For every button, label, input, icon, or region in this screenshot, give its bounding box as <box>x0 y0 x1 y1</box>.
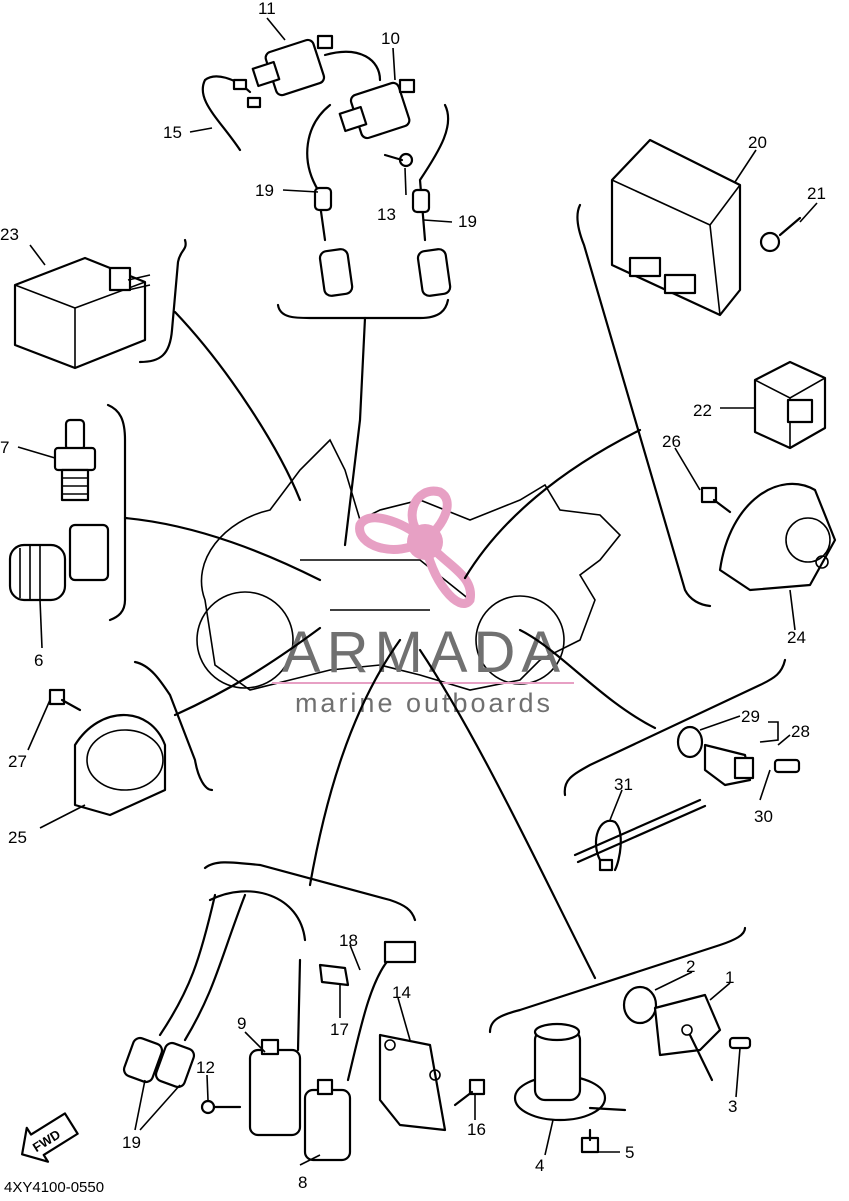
part-label-21: 21 <box>807 184 826 203</box>
part-label-31: 31 <box>614 775 633 794</box>
plug-lead-19-right <box>411 103 452 297</box>
label-leaders <box>17 17 818 1166</box>
part-label-2: 2 <box>686 957 695 976</box>
screw-13 <box>383 152 414 168</box>
part-label-11: 11 <box>258 0 276 18</box>
part-label-13: 13 <box>377 205 396 224</box>
part-label-14: 14 <box>392 983 411 1002</box>
part-labels: 11 10 15 19 13 19 23 7 6 27 25 20 21 22 … <box>0 0 826 1192</box>
bolt-16 <box>453 1078 486 1107</box>
part-label-3: 3 <box>728 1097 737 1116</box>
propeller-logo-icon <box>355 486 475 608</box>
part-label-9: 9 <box>237 1014 246 1033</box>
callout-leaders <box>123 310 657 980</box>
armada-watermark: ARMADA marine outboards <box>272 486 574 718</box>
part-label-28: 28 <box>791 722 810 741</box>
part-label-16: 16 <box>467 1120 486 1139</box>
ignition-coil-8 <box>303 1078 352 1162</box>
bolt-30 <box>773 758 801 774</box>
part-label-29: 29 <box>741 707 760 726</box>
cable-31 <box>573 798 707 872</box>
ignition-coil-11 <box>251 34 382 97</box>
horn-24 <box>718 482 837 592</box>
screw-12 <box>200 1099 242 1115</box>
ecu-20 <box>610 138 742 317</box>
thermo-switch-6 <box>8 523 110 602</box>
cover-1 <box>653 993 722 1082</box>
motor-4 <box>513 1022 627 1122</box>
part-label-25: 25 <box>8 828 27 847</box>
part-label-12: 12 <box>196 1058 215 1077</box>
watermark-brand: ARMADA <box>282 620 566 685</box>
part-label-19-bottom: 19 <box>122 1133 141 1152</box>
watermark-tagline: marine outboards <box>295 688 553 718</box>
fwd-arrow-icon: FWD <box>21 1112 79 1163</box>
group-brackets <box>106 203 787 1034</box>
harness-18 <box>346 940 417 1082</box>
part-label-5: 5 <box>625 1143 634 1162</box>
part-label-27: 27 <box>8 752 27 771</box>
horn-25 <box>73 713 167 817</box>
part-label-20: 20 <box>748 133 767 152</box>
part-label-15: 15 <box>163 123 182 142</box>
sensor-28 <box>703 743 755 787</box>
part-label-30: 30 <box>754 807 773 826</box>
part-label-1: 1 <box>725 968 734 987</box>
screw-21 <box>759 216 802 253</box>
part-label-22: 22 <box>693 401 712 420</box>
bolt-26 <box>700 486 732 514</box>
module-22 <box>753 360 827 450</box>
o-ring-29 <box>676 725 704 759</box>
bolt-27 <box>48 688 82 712</box>
part-label-4: 4 <box>535 1156 544 1175</box>
screw-3 <box>728 1036 752 1050</box>
o-ring-2 <box>622 985 658 1025</box>
bracket-14 <box>378 1033 447 1132</box>
part-label-17: 17 <box>330 1020 349 1039</box>
part-label-10: 10 <box>381 29 400 48</box>
part-label-7: 7 <box>0 438 9 457</box>
plug-leads-19-bottom <box>122 890 307 1089</box>
part-label-26: 26 <box>662 432 681 451</box>
clamp-17 <box>318 963 350 987</box>
bolt-5 <box>580 1128 600 1154</box>
sensor-7 <box>53 418 97 502</box>
part-label-24: 24 <box>787 628 806 647</box>
relay-23 <box>13 256 151 370</box>
part-label-19-top-left: 19 <box>255 181 274 200</box>
wire-15 <box>201 75 262 152</box>
diagram-code: 4XY4100-0550 <box>4 1179 104 1196</box>
ignition-coil-9 <box>248 958 302 1137</box>
ignition-coil-10 <box>338 78 416 140</box>
part-label-8: 8 <box>298 1173 307 1192</box>
part-label-6: 6 <box>34 651 43 670</box>
part-label-19-top-right: 19 <box>458 212 477 231</box>
part-label-23: 23 <box>0 225 19 244</box>
part-label-18: 18 <box>339 931 358 950</box>
plug-lead-19-left <box>306 103 354 297</box>
